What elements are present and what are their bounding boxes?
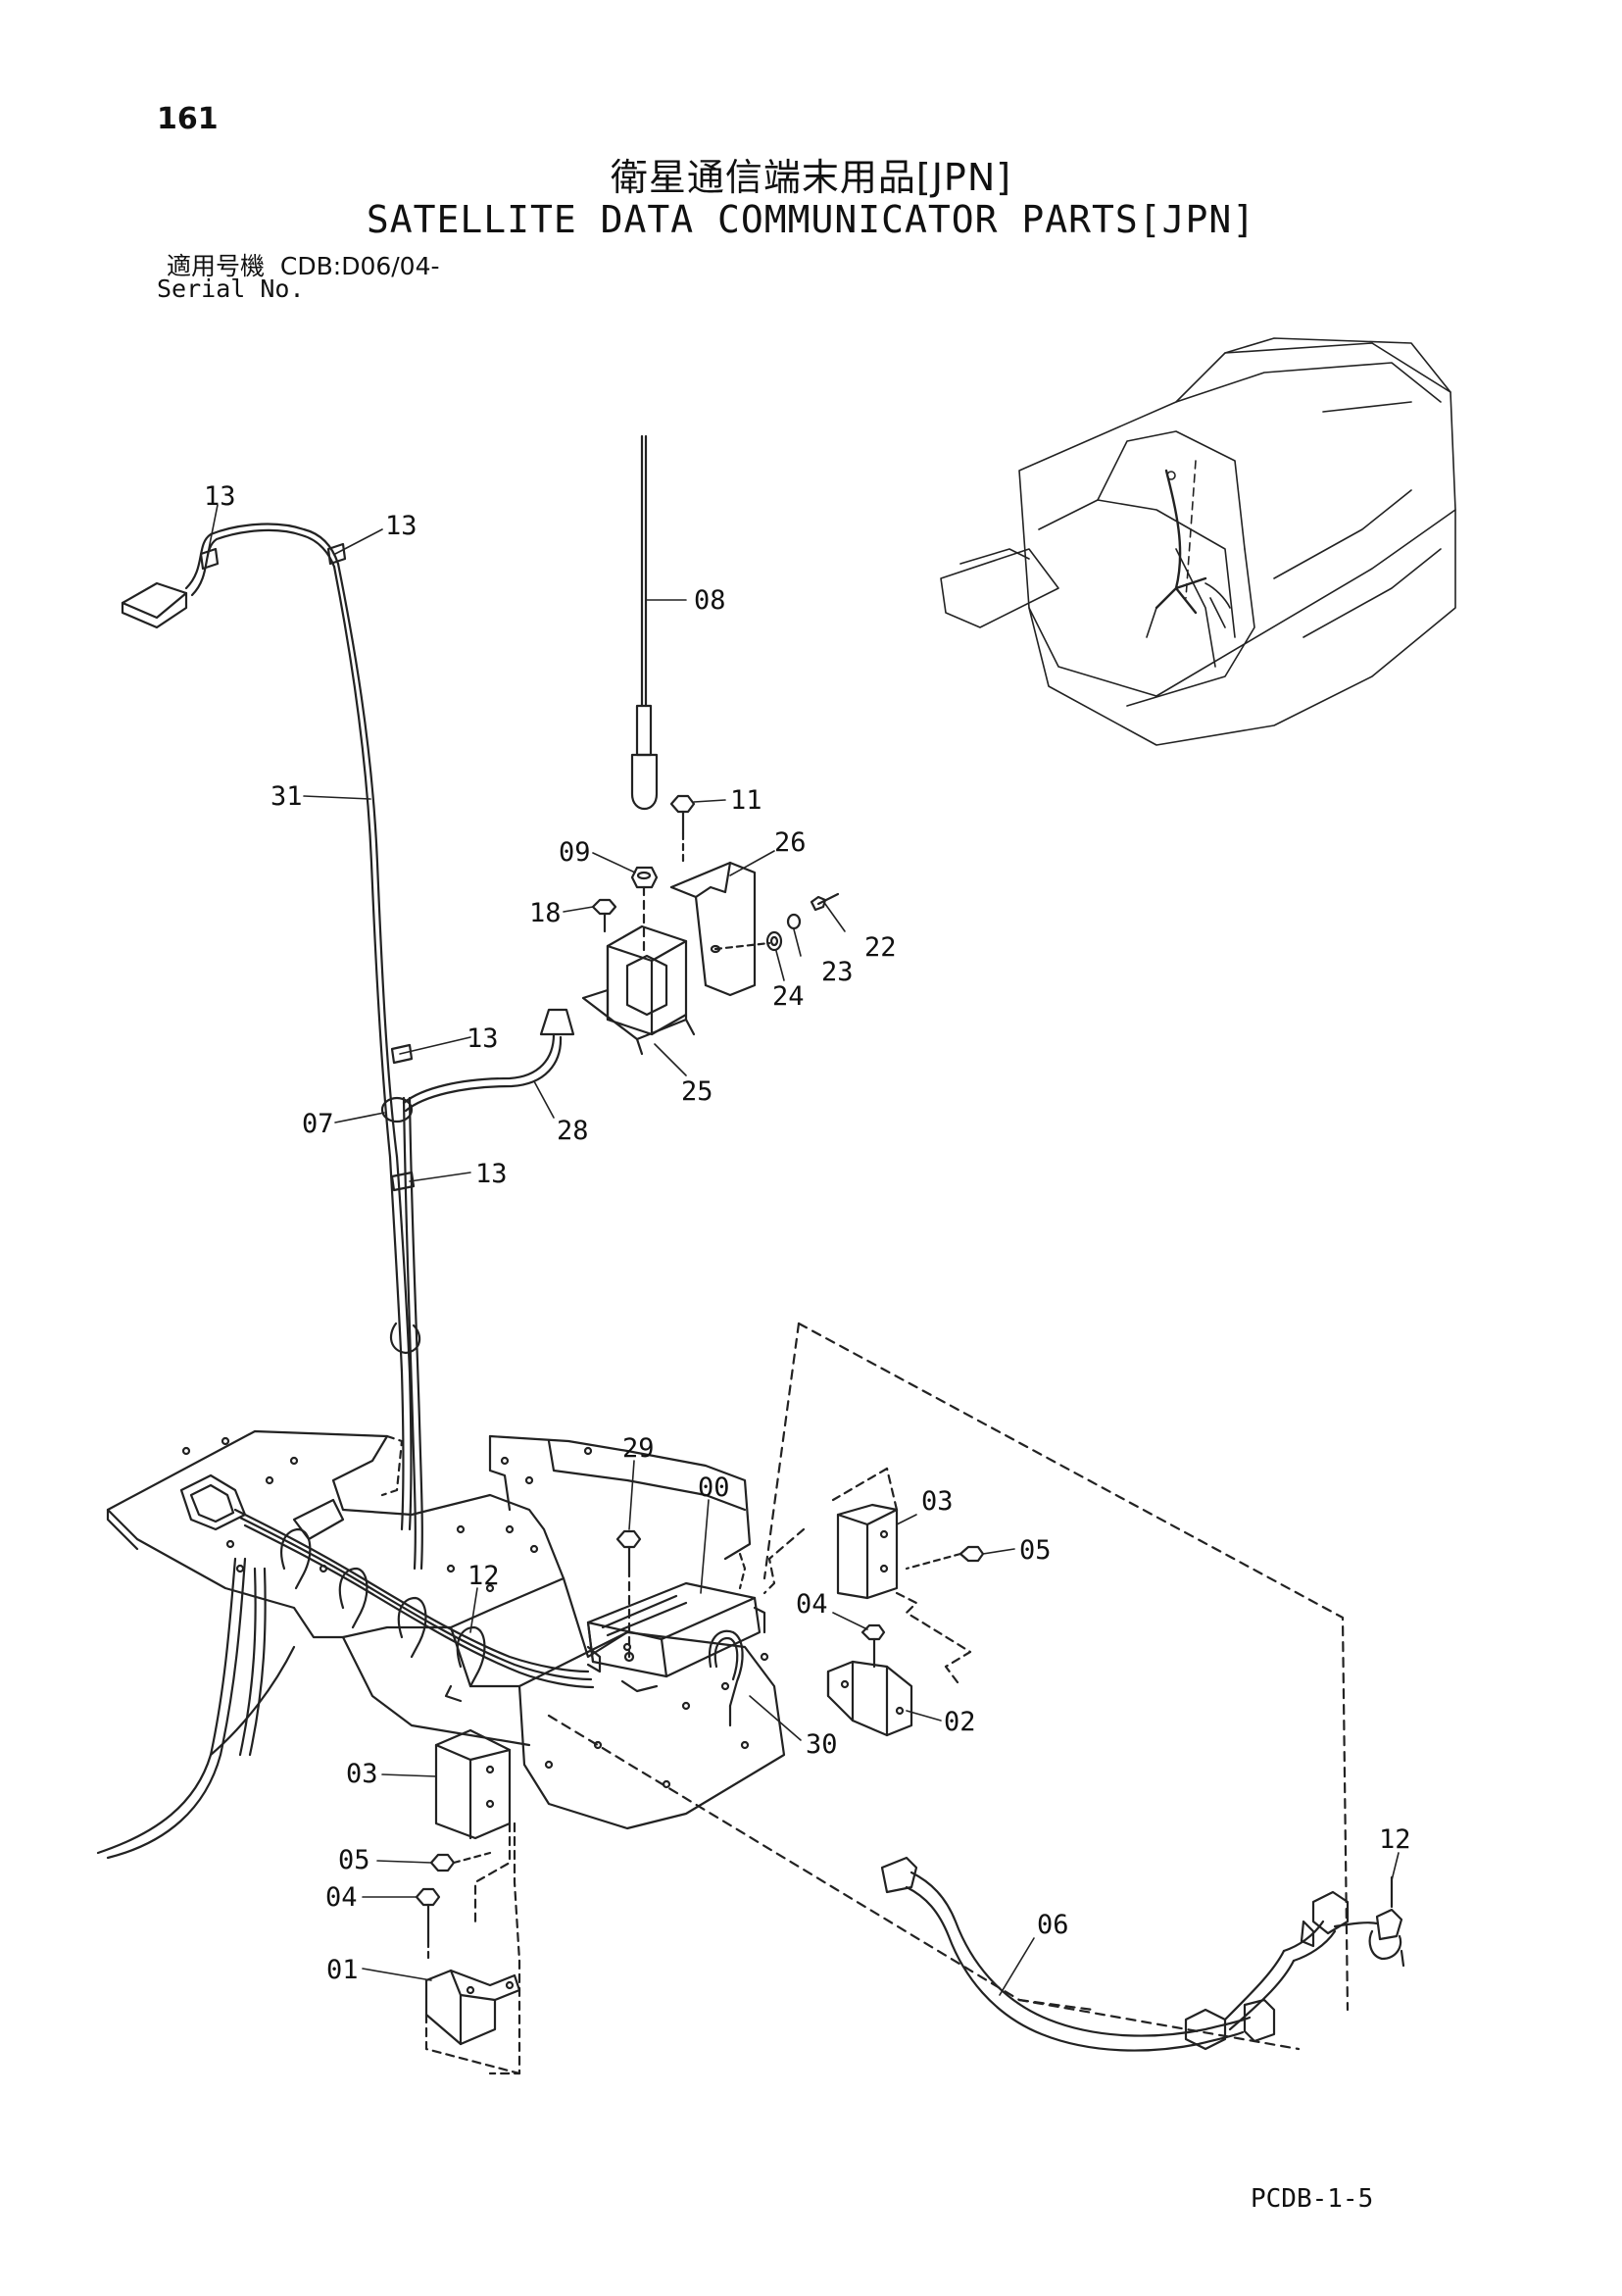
callout-22: 22 [864,932,897,963]
page-code: PCDB-1-5 [1251,2184,1374,2214]
callout-25: 25 [681,1076,713,1107]
page-number: 161 [157,102,219,136]
harness-clips [233,1508,595,1703]
callout-11: 11 [730,785,762,816]
callout-08: 08 [694,585,726,616]
callout-13: 13 [204,481,236,512]
callout-05: 05 [338,1845,370,1875]
callout-00: 00 [698,1472,730,1503]
callout-leaders [207,504,1400,1996]
callout-09: 09 [559,837,591,868]
left-brackets [415,1728,521,2075]
callout-06: 06 [1037,1910,1069,1940]
callout-13: 13 [467,1023,499,1054]
callout-26: 26 [774,827,807,858]
callout-30: 30 [806,1729,838,1760]
callout-labels: 13 13 08 31 11 09 26 18 22 23 24 13 25 0… [204,481,1411,1985]
callout-28: 28 [557,1116,589,1146]
applicable-label: 適用号機 [167,252,266,280]
serial-number-label: Serial No. [157,275,305,303]
callout-13: 13 [475,1159,508,1189]
callout-24: 24 [772,981,805,1012]
callout-03: 03 [346,1759,378,1789]
applicable-models-row: 適用号機 CDB:D06/04- [167,247,440,282]
callout-04: 04 [325,1882,358,1913]
dashed-leader-lines [547,1322,1350,2051]
callout-31: 31 [270,781,303,812]
title-english: SATELLITE DATA COMMUNICATOR PARTS[JPN] [366,198,1256,241]
callout-04: 04 [796,1589,828,1620]
whip-antenna-assembly [581,434,840,1056]
callout-18: 18 [529,898,562,928]
mounting-base-plate [106,1429,786,1830]
right-brackets [762,1467,985,1737]
callout-01: 01 [326,1955,359,1985]
title-japanese: 衛星通信端末用品[JPN] [610,156,1012,199]
callout-07: 07 [302,1109,334,1139]
extension-harness [880,1856,1405,2052]
callout-12: 12 [1379,1824,1411,1855]
callout-12: 12 [467,1561,500,1591]
callout-05: 05 [1019,1535,1052,1566]
callout-02: 02 [944,1707,976,1737]
applicable-value: CDB:D06/04- [279,252,440,280]
gps-antenna-harness [96,523,575,1860]
callout-29: 29 [622,1433,655,1464]
callout-13: 13 [385,511,418,541]
callout-23: 23 [821,957,854,987]
communicator-unit [586,1529,766,1727]
callout-03: 03 [921,1486,954,1517]
excavator-location-view [940,337,1456,746]
